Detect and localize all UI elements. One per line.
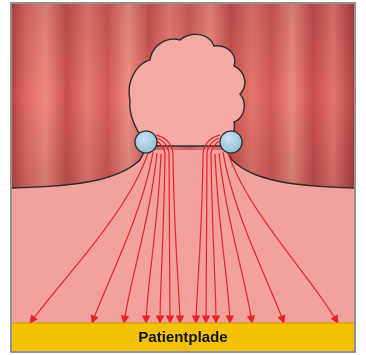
snare-ball-left-icon bbox=[135, 131, 157, 153]
snare-ball-right-icon bbox=[220, 131, 242, 153]
patient-plate-label: Patientplade bbox=[14, 324, 352, 350]
